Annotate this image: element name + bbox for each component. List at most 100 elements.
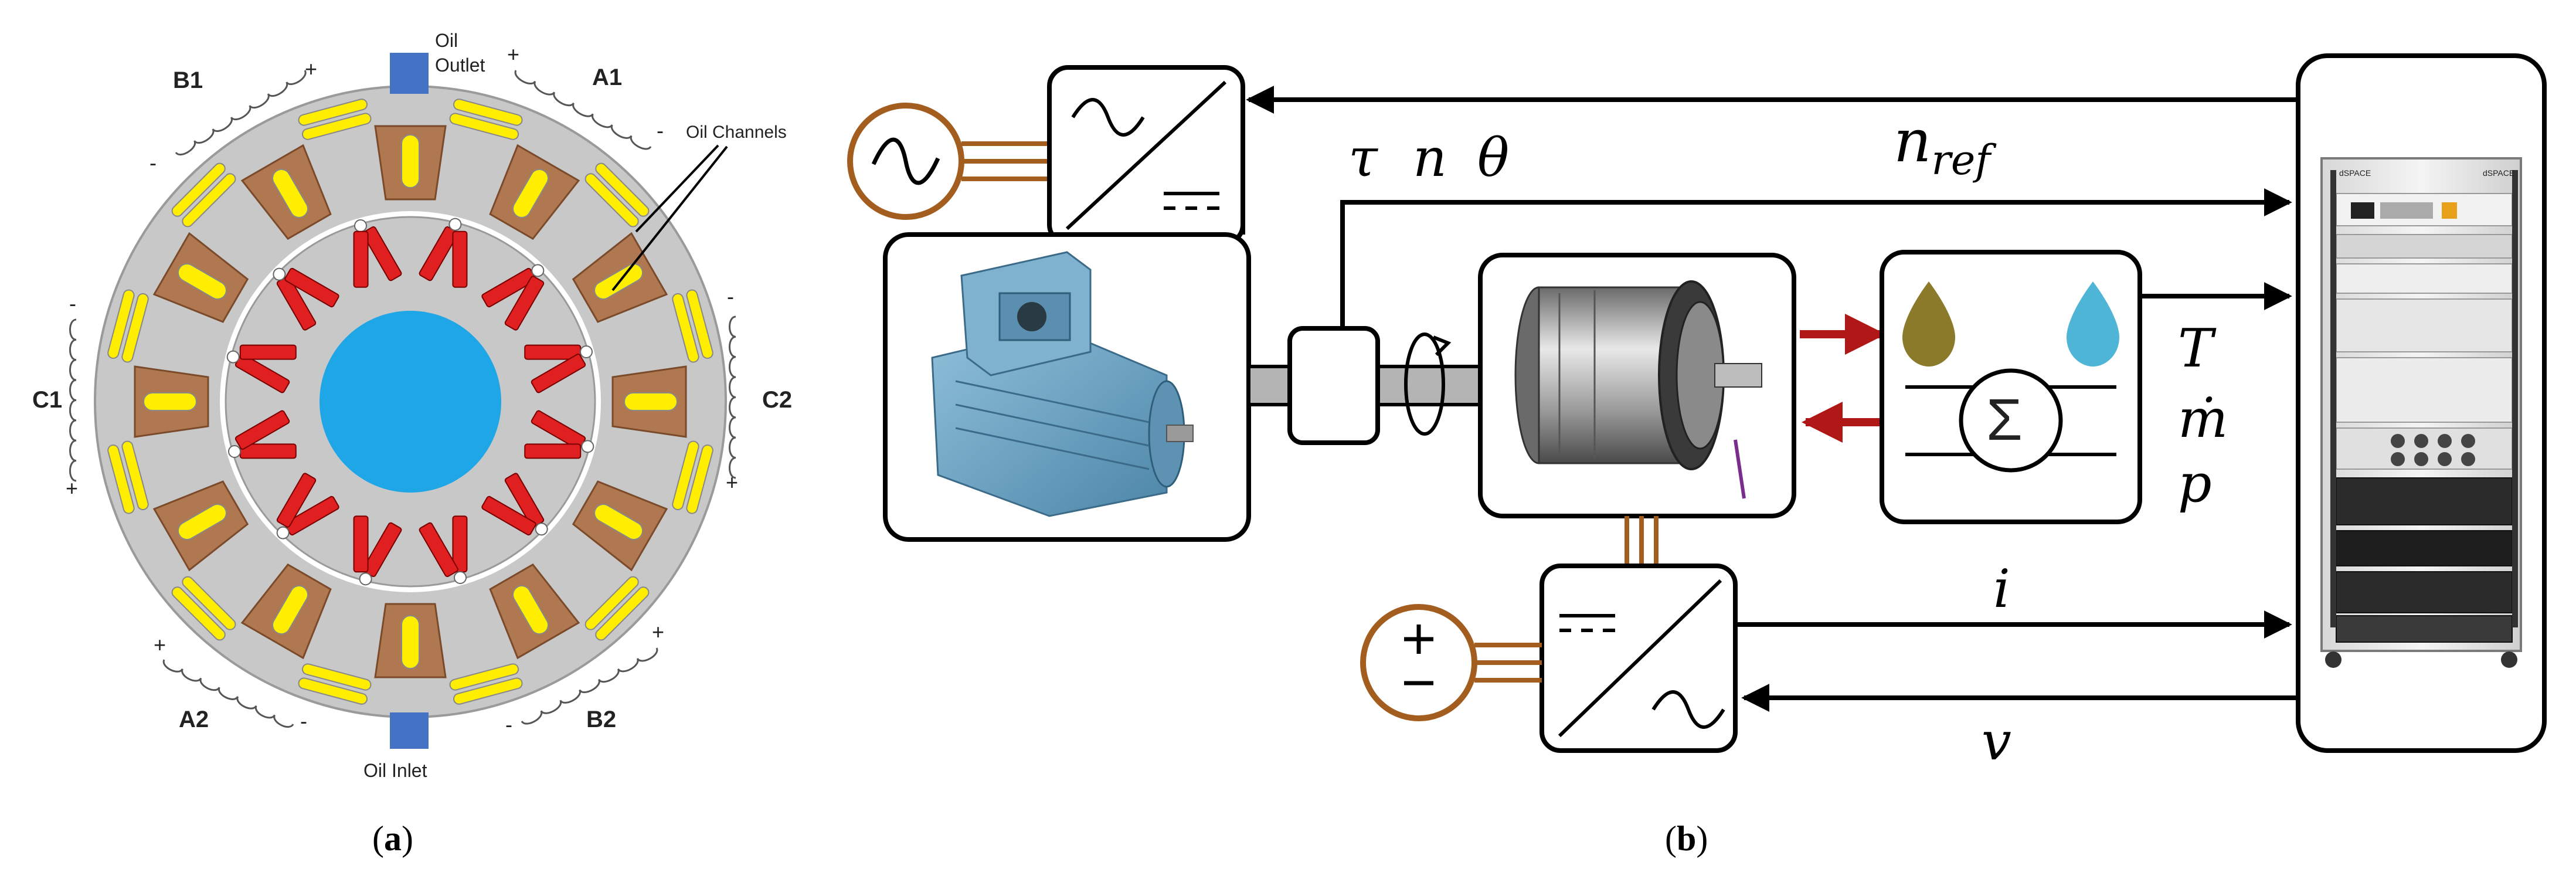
caption-b-letter: b [1677,819,1696,858]
oil-inlet-label: Oil Inlet [363,760,427,781]
n-label: n [1413,127,1447,189]
phase-b2-label: B2 [586,707,616,732]
stator-teeth [134,125,687,678]
stator-tooth [572,480,668,572]
magnet-pair [228,354,290,458]
oil-cooler-icon: Σ [1902,281,2119,473]
tau-label: τ [1348,127,1378,189]
rotation-arrow-icon [1404,332,1452,436]
magnet-pair [284,496,372,586]
n-ref-label: nref [1894,107,1997,184]
i-label: i [1993,558,2010,620]
a1-minus: - [657,118,664,142]
dc-motor-photo-icon [931,251,1194,517]
oil-channel [449,99,523,140]
p-label: p [2178,453,2212,514]
dc-motor-box [883,232,1251,542]
svg-text:Σ: Σ [1986,387,2023,453]
oil-channel [672,289,713,363]
oil-channel [298,663,372,705]
stator-tooth [240,144,332,240]
oil-channels-pointer-2 [611,145,728,291]
stator-tooth [489,144,580,240]
stator-tooth [611,365,687,438]
a2-minus: - [300,709,307,733]
magnet-pair [239,443,317,539]
coil [162,659,294,728]
oil-channel [171,576,236,641]
oil-channel [107,440,149,514]
dc-source-icon [1360,604,1542,721]
phase-c1-label: C1 [32,387,62,413]
oil-channel [584,162,650,228]
n-ref-base: n [1894,107,1931,175]
rack-logo-right: dSPACE [2483,168,2514,178]
tau-n-theta-line [1340,188,2292,328]
phase-coils [69,70,736,728]
b2-minus: - [505,712,512,737]
caption-b-open: ( [1665,819,1677,858]
b1-minus: - [149,151,157,175]
caption-a-open: ( [372,819,384,858]
a2-plus: + [154,633,166,657]
phase-c2-label: C2 [762,387,792,413]
oil-channel [584,576,650,641]
b1-plus: + [305,57,317,81]
stator-tooth [240,563,332,660]
oil-channel [298,99,372,140]
oil-channels-pointer-1 [635,144,719,233]
caption-a: (a) [372,819,413,858]
caption-a-close: ) [402,819,413,858]
stator-tooth [374,125,447,201]
coil [514,70,652,150]
oil-channel [672,440,713,514]
shaft-hole [320,311,501,493]
magnet-pair [226,276,317,364]
test-bench-diagram: Σ [847,53,2547,858]
caption-b-close: ) [1696,819,1708,858]
c2-minus: - [727,284,734,308]
rack-logo-left: dSPACE [2339,168,2371,178]
stator-tooth [374,603,447,678]
magnet-pair [531,345,593,450]
test-motor-box [1478,253,1796,518]
test-motor-render-icon [1514,280,1762,499]
c1-minus: - [69,291,76,315]
dspace-rack-icon: dSPACE dSPACE [2320,157,2522,668]
magnet-pair [504,264,582,360]
magnet-pair [504,440,594,528]
oil-cooler-box: Σ [1880,250,2142,524]
phase-b1-label: B1 [173,67,203,93]
stator-tooth [489,563,580,660]
stator-tooth [134,365,209,438]
m-dot-label: ṁ [2178,388,2228,450]
ac-source-icon [847,103,1052,220]
oil-inlet-port [390,712,429,749]
magnet-pair [273,230,369,308]
stator-tooth [152,232,249,323]
c1-plus: + [66,476,78,500]
coil [175,70,307,156]
caption-a-letter: a [384,819,402,858]
oil-channel [449,663,523,705]
oil-outlet-label-2: Outlet [435,55,485,76]
coil [69,318,77,482]
ac-dc-converter-icon [1047,65,1245,246]
oil-outlet-port [390,53,429,94]
phase-a1-label: A1 [592,65,622,90]
c2-plus: + [726,470,738,494]
rotor-magnets [226,218,594,586]
motor-cross-section: Oil Outlet Oil Inlet Oil Channels B1 A1 … [32,30,792,858]
dspace-rack-box: dSPACE dSPACE [2296,53,2547,753]
torque-sensor-icon [1287,326,1380,445]
stator-tooth [152,480,249,572]
oil-channel [107,289,149,363]
b2-plus: + [652,620,664,644]
T-label: T [2178,318,2217,379]
a1-plus: + [507,42,519,66]
phase-a2-label: A2 [179,707,209,732]
coil [729,315,736,479]
magnet-pair [452,496,548,573]
magnet-pair [448,218,536,308]
